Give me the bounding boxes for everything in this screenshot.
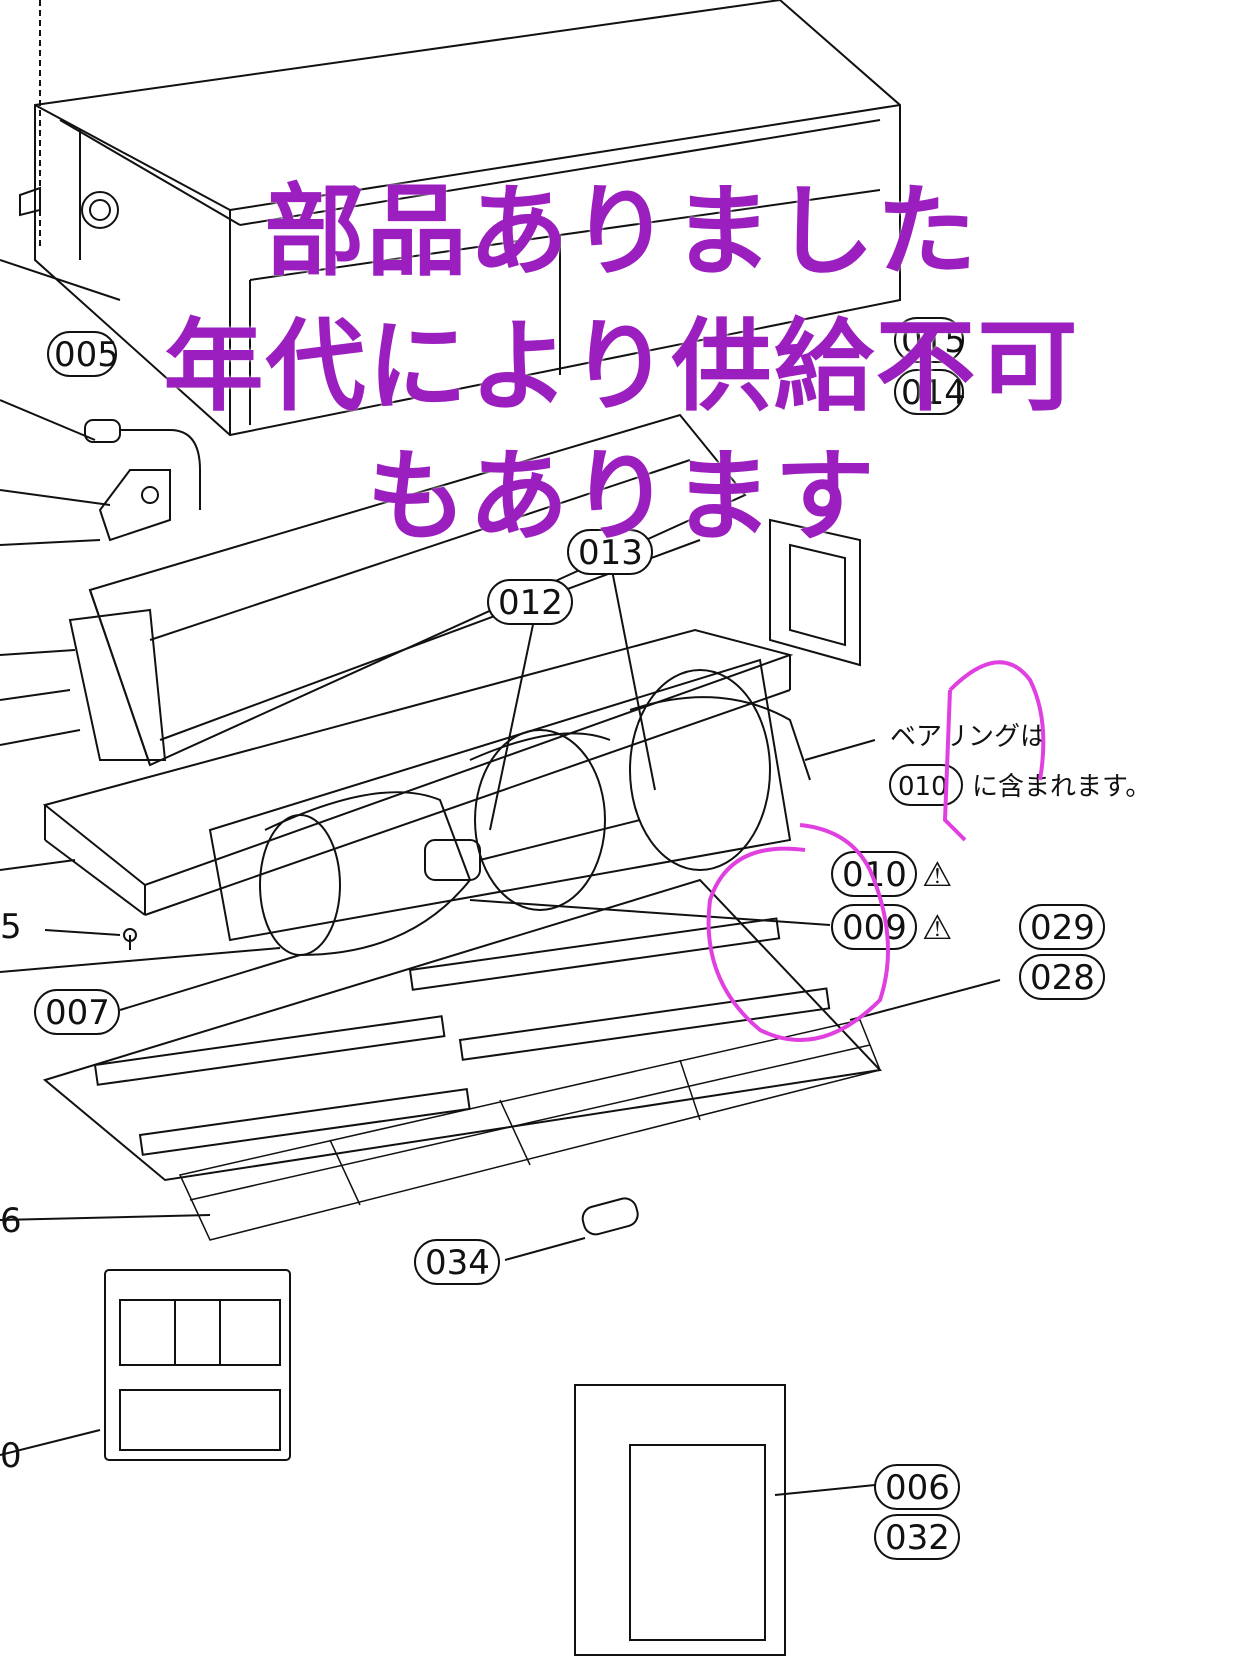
callout-006: 006 bbox=[885, 1468, 950, 1508]
callout-010: 010 bbox=[842, 855, 907, 895]
callout-edge-6: 6 bbox=[0, 1201, 22, 1241]
heat-exchanger bbox=[0, 413, 747, 767]
note-line1: ベアリングは bbox=[890, 722, 1046, 752]
air-filter bbox=[178, 1019, 882, 1241]
manual-booklet bbox=[574, 1384, 876, 1656]
warning-icon-009: ⚠ bbox=[922, 908, 952, 948]
callout-014: 014 bbox=[901, 373, 966, 413]
callout-009: 009 bbox=[842, 908, 907, 948]
callout-032: 032 bbox=[885, 1518, 950, 1558]
callout-007: 007 bbox=[45, 993, 110, 1033]
bearing-note: ベアリングは 010 に含まれます。 bbox=[889, 722, 1151, 806]
callout-005: 005 bbox=[54, 335, 119, 375]
callout-edge-0: 0 bbox=[0, 1436, 22, 1476]
callout-013: 013 bbox=[578, 533, 643, 573]
note-ref: 010 bbox=[898, 772, 948, 802]
overlay-line-2: 年代により供給不可 bbox=[163, 308, 1080, 425]
remote-controller bbox=[0, 1269, 291, 1461]
callout-028: 028 bbox=[1030, 958, 1095, 998]
callout-edge-5: 5 bbox=[0, 907, 22, 947]
note-line2: に含まれます。 bbox=[972, 772, 1151, 802]
callout-labels: 005 015 014 013 012 010 ⚠ 009 ⚠ 029 028 … bbox=[0, 317, 1105, 1560]
overlay-line-1: 部品ありました bbox=[264, 173, 979, 290]
piping-assembly bbox=[0, 259, 201, 546]
warning-icon-010: ⚠ bbox=[922, 855, 952, 895]
callout-015: 015 bbox=[901, 321, 966, 361]
overlay-line-3: もあります bbox=[366, 438, 877, 555]
callout-012: 012 bbox=[498, 583, 563, 623]
callout-029: 029 bbox=[1030, 908, 1095, 948]
blower-fan-assembly bbox=[0, 559, 876, 1011]
side-panel bbox=[769, 518, 861, 667]
callout-034: 034 bbox=[425, 1243, 490, 1283]
hand-markup bbox=[706, 660, 1046, 1042]
small-part bbox=[504, 1197, 639, 1261]
drain-pan bbox=[0, 628, 794, 916]
